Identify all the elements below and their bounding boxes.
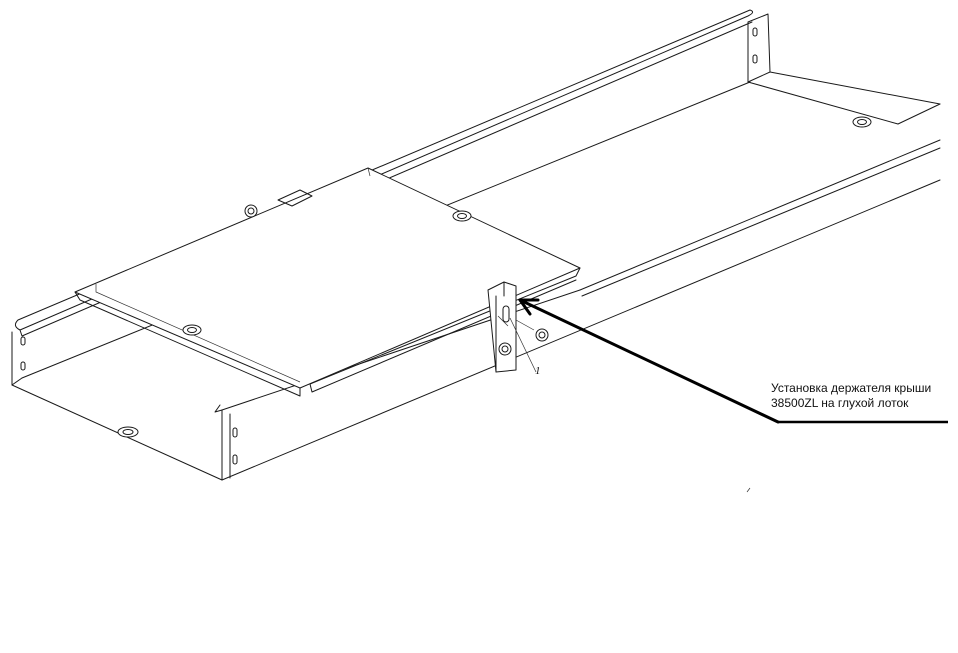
stray-mark: [746, 487, 751, 493]
callout-number: 1: [535, 365, 541, 377]
tray-cover: [74, 167, 581, 397]
caption-line-1: Установка держателя крыши: [771, 381, 932, 395]
caption-line-2: 38500ZL на глухой лоток: [771, 396, 909, 410]
annotation-caption: Установка держателя крыши 38500ZL на глу…: [771, 381, 956, 411]
annotation-arrow: [518, 298, 948, 424]
cover-holder: [487, 281, 549, 373]
